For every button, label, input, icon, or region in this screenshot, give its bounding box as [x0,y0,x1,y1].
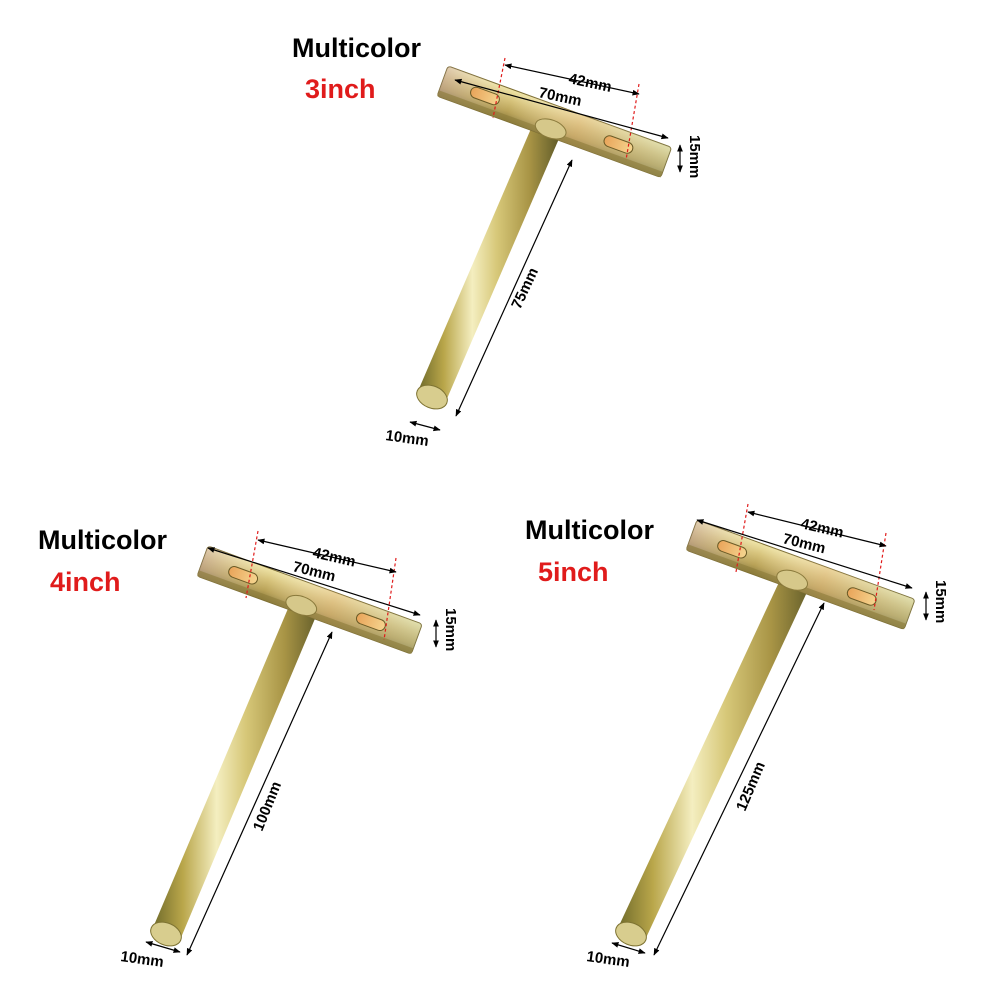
bracket-5inch: Multicolor 5inch 42mm 70mm 15mm 125mm 10… [525,503,949,971]
bracket-4inch: Multicolor 4inch 42mm 70mm 15mm 100mm 10… [38,525,459,971]
dim-15mm-4inch: 15mm [442,608,459,651]
dim-rod-diameter-5inch: 10mm [585,948,630,971]
title-4inch: Multicolor [38,525,167,555]
dim-15mm-3inch: 15mm [686,135,703,178]
dim-rod-length-4inch: 100mm [250,779,285,833]
title-5inch: Multicolor [525,515,654,545]
dim-rod-length-5inch: 125mm [733,759,769,813]
dim-rod-diameter-4inch: 10mm [119,948,164,971]
title-3inch: Multicolor [292,33,421,63]
bracket-photo-4inch [150,546,422,947]
size-label-5inch: 5inch [538,557,609,587]
dim-15mm-5inch: 15mm [932,580,949,623]
bracket-3inch: Multicolor 3inch 42mm 70mm 15m [292,33,703,450]
size-label-4inch: 4inch [50,567,121,597]
bracket-photo-5inch [615,520,915,947]
size-label-3inch: 3inch [305,74,376,104]
dim-rod-diameter-3inch: 10mm [384,427,429,450]
